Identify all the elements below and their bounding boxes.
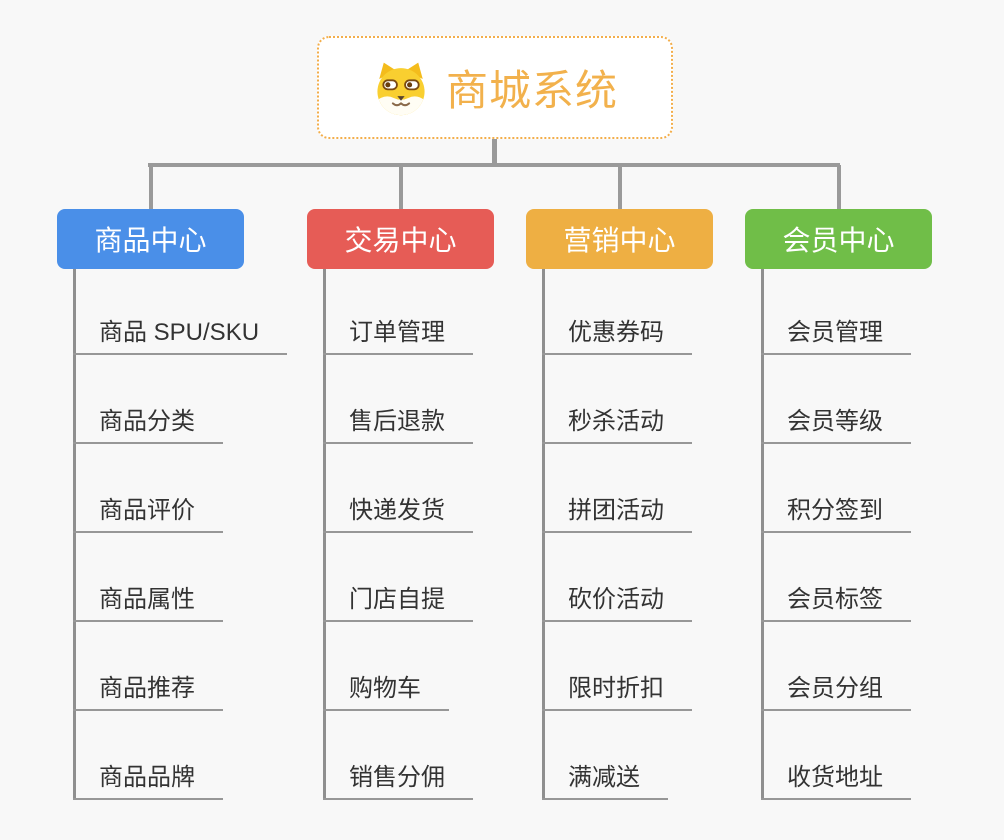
connector-child-line [761,269,764,800]
leaf-item[interactable]: 订单管理 [323,266,473,355]
branch-product-center[interactable]: 商品中心 [57,209,244,269]
leaf-item[interactable]: 门店自提 [323,533,473,622]
leaf-item[interactable]: 商品评价 [73,444,223,533]
leaf-item[interactable]: 会员标签 [761,533,911,622]
leaf-item[interactable]: 会员管理 [761,266,911,355]
branch-member-center[interactable]: 会员中心 [745,209,932,269]
leaf-item[interactable]: 满减送 [542,711,668,800]
leaf-item[interactable]: 会员分组 [761,622,911,711]
connector-root-stub [492,139,497,163]
leaf-item[interactable]: 会员等级 [761,355,911,444]
branch-children-member-center: 会员管理会员等级积分签到会员标签会员分组收货地址 [761,266,911,800]
connector-child-line [73,269,76,800]
leaf-item[interactable]: 优惠券码 [542,266,692,355]
leaf-item[interactable]: 购物车 [323,622,449,711]
branch-children-marketing-center: 优惠券码秒杀活动拼团活动砍价活动限时折扣满减送 [542,266,692,800]
root-title: 商城系统 [445,67,618,114]
leaf-item[interactable]: 商品分类 [73,355,223,444]
leaf-item[interactable]: 秒杀活动 [542,355,692,444]
leaf-item[interactable]: 拼团活动 [542,444,692,533]
leaf-item[interactable]: 商品属性 [73,533,223,622]
connector-branch-stub [399,165,403,209]
leaf-item[interactable]: 商品 SPU/SKU [73,266,288,355]
leaf-item[interactable]: 快递发货 [323,444,473,533]
leaf-item[interactable]: 砍价活动 [542,533,692,622]
leaf-item[interactable]: 积分签到 [761,444,911,533]
leaf-item[interactable]: 商品推荐 [73,622,223,711]
branch-children-trade-center: 订单管理售后退款快递发货门店自提购物车销售分佣 [323,266,473,800]
branch-trade-center[interactable]: 交易中心 [307,209,494,269]
leaf-item[interactable]: 商品品牌 [73,711,223,800]
connector-bus [148,163,840,167]
leaf-item[interactable]: 销售分佣 [323,711,473,800]
connector-branch-stub [149,165,153,209]
dog-icon [372,59,430,117]
leaf-item[interactable]: 收货地址 [761,711,911,800]
connector-child-line [323,269,326,800]
connector-child-line [542,269,545,800]
connector-branch-stub [618,165,622,209]
branch-marketing-center[interactable]: 营销中心 [526,209,713,269]
leaf-item[interactable]: 限时折扣 [542,622,692,711]
root-node[interactable]: 商城系统 [317,36,673,139]
leaf-item[interactable]: 售后退款 [323,355,473,444]
connector-branch-stub [837,165,841,209]
